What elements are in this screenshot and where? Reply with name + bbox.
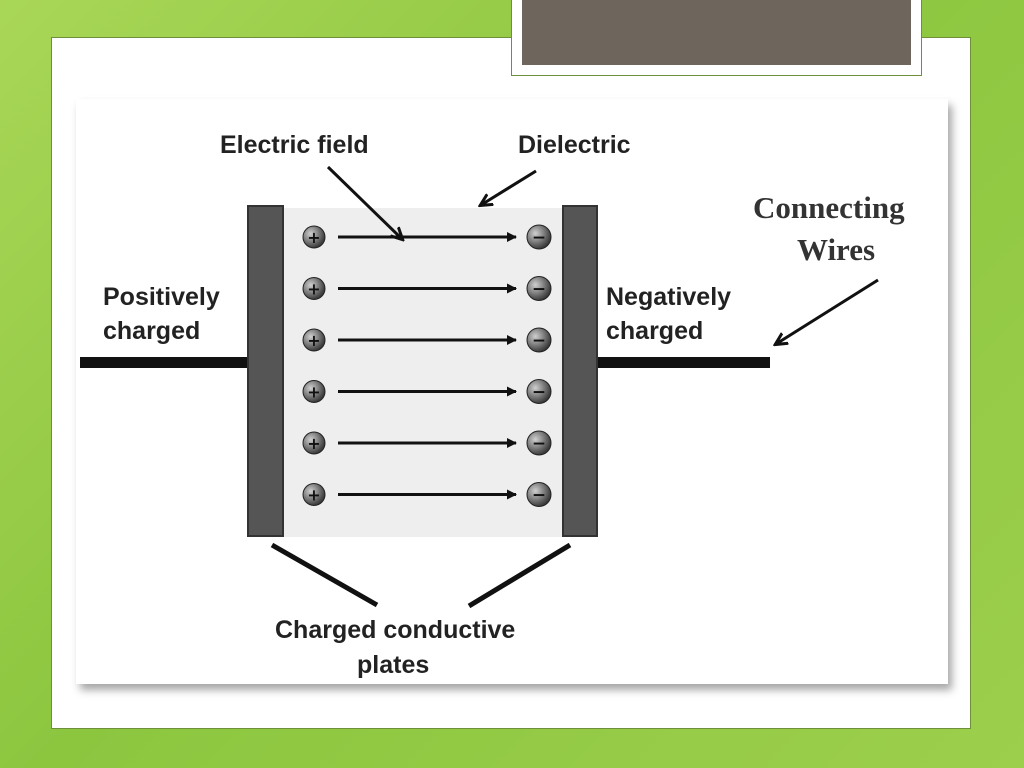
negative-plate [562, 205, 598, 537]
right-connecting-wire [597, 357, 770, 368]
negative-charge-icon [526, 482, 552, 507]
connecting-wires-pointer-arrow [776, 278, 879, 344]
positive-charge-symbol: + [307, 434, 320, 453]
negative-charge-icon [526, 327, 552, 353]
right-plate-pointer-line [467, 542, 572, 609]
connecting-wires-label-line2: Wires [797, 232, 875, 267]
positive-charge-symbol: + [307, 228, 320, 247]
slide-title-placeholder [522, 0, 911, 65]
dielectric-pointer-arrow [481, 169, 537, 205]
electric-field-pointer-arrow [326, 165, 402, 239]
connecting-wires-label-line1: Connecting [753, 190, 905, 225]
charge-rows: + − + − + − + − + − + − [302, 224, 552, 507]
negative-charge-symbol: − [532, 383, 546, 403]
positively-charged-label-line1: Positively [103, 283, 220, 311]
capacitor-diagram-svg: + − + − + − + − + − + − Electric field Dielectric C… [80, 131, 905, 679]
negative-charge-symbol: − [532, 228, 546, 248]
negative-charge-symbol: − [532, 280, 546, 300]
negative-charge-symbol: − [532, 486, 546, 506]
electric-field-label: Electric field [220, 131, 369, 159]
positive-charge-icon [302, 483, 326, 506]
positive-charge-icon [302, 225, 326, 249]
dielectric-label: Dielectric [518, 131, 631, 159]
positive-charge-symbol: + [307, 280, 320, 299]
left-connecting-wire [80, 357, 248, 368]
negative-charge-icon [526, 276, 552, 301]
positively-charged-label-line2: charged [103, 317, 200, 345]
left-plate-pointer-line [270, 542, 379, 608]
charged-plates-label-line2: plates [357, 651, 429, 679]
positive-charge-icon [302, 380, 326, 403]
charged-plates-label-line1: Charged conductive [275, 616, 515, 644]
positive-plate [247, 205, 284, 537]
positive-charge-symbol: + [307, 486, 320, 505]
positive-charge-symbol: + [307, 331, 320, 350]
positive-charge-symbol: + [307, 383, 320, 402]
dielectric-region [283, 208, 563, 537]
positive-charge-icon [302, 328, 326, 352]
capacitor-diagram: + − + − + − + − + − + − Electric field Dielectric C… [76, 99, 948, 684]
positive-charge-icon [302, 431, 326, 455]
negatively-charged-label-line2: charged [606, 317, 703, 345]
negative-charge-symbol: − [532, 434, 546, 454]
negative-charge-icon [526, 224, 552, 250]
negatively-charged-label-line1: Negatively [606, 283, 731, 311]
negative-charge-icon [526, 430, 552, 456]
slide-title-box [511, 0, 922, 76]
negative-charge-icon [526, 379, 552, 404]
positive-charge-icon [302, 277, 326, 300]
negative-charge-symbol: − [532, 331, 546, 351]
